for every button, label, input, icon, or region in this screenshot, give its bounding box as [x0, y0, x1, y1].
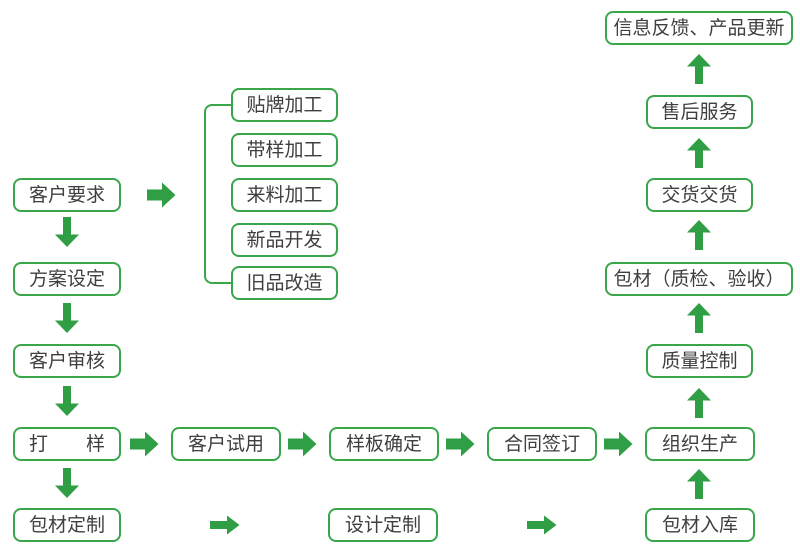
- node-customer-requirements: 客户要求: [13, 178, 121, 212]
- arrow-down-icon: [52, 468, 82, 498]
- arrow-down-icon: [52, 217, 82, 247]
- node-sample-confirmation: 样板确定: [329, 427, 439, 461]
- arrow-up-icon: [684, 138, 714, 168]
- node-sampling: 打 样: [13, 427, 121, 461]
- arrow-right-icon: [210, 515, 240, 535]
- arrow-right-icon: [527, 515, 557, 535]
- node-oem-processing: 贴牌加工: [231, 88, 338, 122]
- node-contract-signing: 合同签订: [487, 427, 597, 461]
- arrow-right-icon: [446, 431, 475, 457]
- node-customer-review: 客户审核: [13, 344, 121, 378]
- node-design-customization: 设计定制: [328, 508, 438, 542]
- arrow-up-icon: [684, 54, 714, 84]
- node-old-product-upgrade: 旧品改造: [231, 266, 338, 300]
- arrow-right-icon: [130, 431, 159, 457]
- node-quality-control: 质量控制: [646, 344, 753, 378]
- node-customer-trial: 客户试用: [171, 427, 281, 461]
- arrow-right-icon: [604, 431, 633, 457]
- arrow-down-icon: [52, 386, 82, 416]
- node-new-product-development: 新品开发: [231, 223, 338, 257]
- arrow-right-icon: [147, 182, 176, 208]
- node-packaging-customization: 包材定制: [13, 508, 121, 542]
- node-packaging-inspection: 包材（质检、验收）: [605, 262, 793, 296]
- node-after-sales-service: 售后服务: [646, 95, 753, 129]
- node-sample-processing: 带样加工: [231, 133, 338, 167]
- node-production-organization: 组织生产: [645, 427, 755, 461]
- arrow-down-icon: [52, 303, 82, 333]
- node-plan-setting: 方案设定: [13, 262, 121, 296]
- arrow-up-icon: [684, 303, 714, 333]
- node-incoming-material-processing: 来料加工: [231, 178, 338, 212]
- arrow-up-icon: [684, 469, 714, 499]
- node-delivery: 交货交货: [646, 178, 753, 212]
- node-packaging-warehousing: 包材入库: [645, 508, 755, 542]
- arrow-up-icon: [684, 388, 714, 418]
- bracket-connector: [204, 104, 231, 284]
- node-feedback-product-update: 信息反馈、产品更新: [605, 11, 793, 45]
- arrow-up-icon: [684, 220, 714, 250]
- arrow-right-icon: [288, 431, 317, 457]
